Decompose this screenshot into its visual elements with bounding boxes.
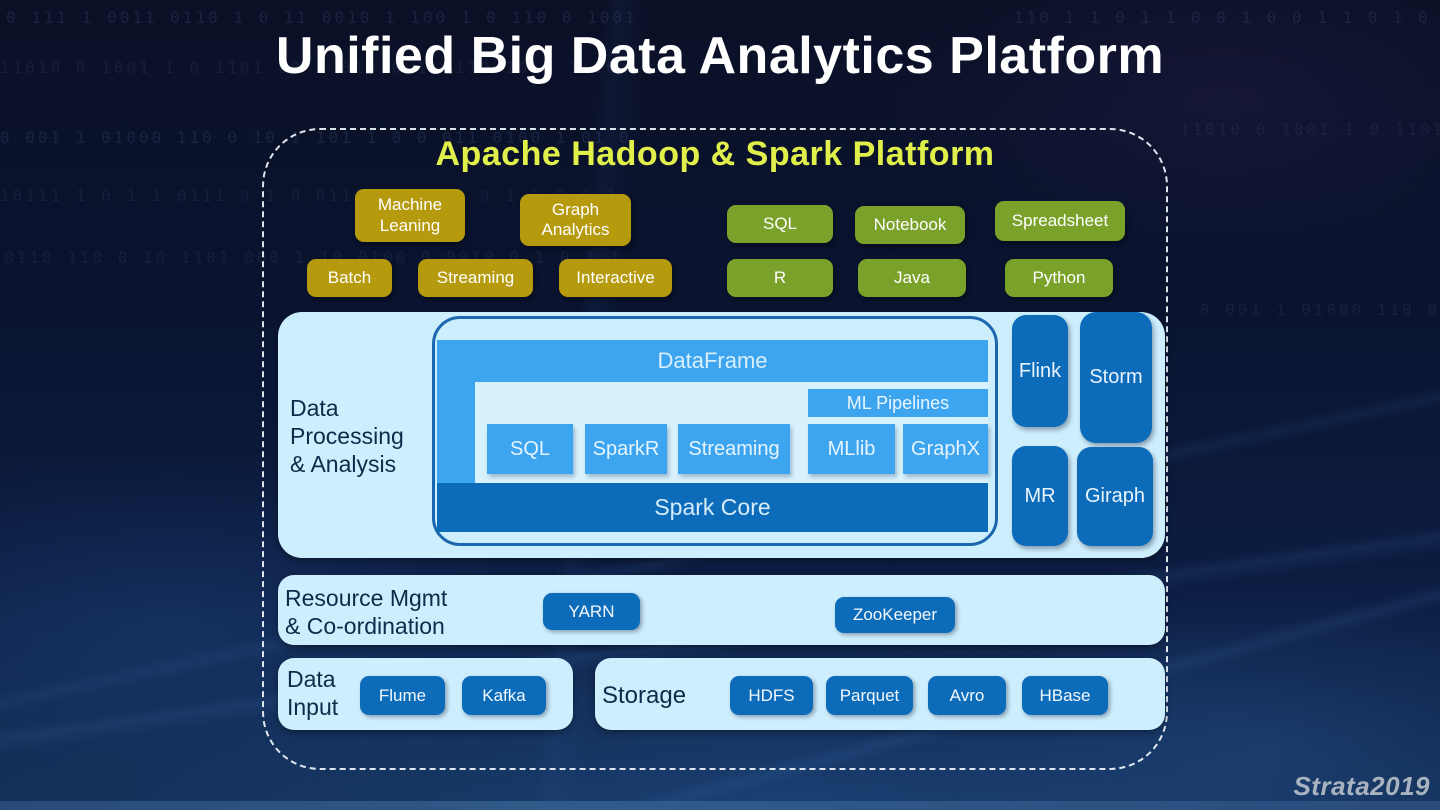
spark-core-bar: Spark Core — [437, 483, 988, 532]
platform-header: Apache Hadoop & Spark Platform — [435, 135, 995, 173]
resource-mgmt-panel — [278, 575, 1165, 645]
avro-box: Avro — [928, 676, 1006, 715]
binary-texture: 0 111 1 0011 0110 1 0 11 0010 1 100 1 0 … — [6, 8, 638, 27]
resource-mgmt-label: Resource Mgmt & Co-ordination — [285, 585, 448, 640]
giraph-box: Giraph — [1077, 447, 1153, 546]
chip-sql-interface: SQL — [727, 205, 833, 243]
slide-title: Unified Big Data Analytics Platform — [275, 27, 1165, 85]
zookeeper-box: ZooKeeper — [835, 597, 955, 633]
chip-r: R — [727, 259, 833, 297]
sparkr-box: SparkR — [585, 424, 667, 474]
chip-batch: Batch — [307, 259, 392, 297]
chip-streaming: Streaming — [418, 259, 533, 297]
kafka-box: Kafka — [462, 676, 546, 715]
chip-spreadsheet: Spreadsheet — [995, 201, 1125, 241]
chip-graph-analytics: Graph Analytics — [520, 194, 631, 246]
chip-notebook: Notebook — [855, 206, 965, 244]
hadoop-spark-platform-container — [262, 128, 1168, 770]
chip-machine-learning: Machine Leaning — [355, 189, 465, 242]
binary-texture: 11010 0 1001 1 0 1101 00 1 010 0 1 0110 … — [1180, 120, 1440, 139]
data-input-label: Data Input — [287, 666, 339, 721]
flume-box: Flume — [360, 676, 445, 715]
binary-texture: 0 001 1 01000 110 0 10 1 101 1 0 0 011 0… — [1200, 300, 1440, 319]
dataframe-bar: DataFrame — [437, 340, 988, 382]
binary-texture: 110 1 1 0 1 1 0 0 1 0 0 1 1 0 1 0 0 1 1 … — [1014, 8, 1440, 27]
mr-box: MR — [1012, 446, 1068, 546]
chip-java: Java — [858, 259, 966, 297]
chip-interactive: Interactive — [559, 259, 672, 297]
hbase-box: HBase — [1022, 676, 1108, 715]
storm-box: Storm — [1080, 312, 1152, 443]
ml-pipelines-bar: ML Pipelines — [808, 389, 988, 417]
strata-watermark: Strata2019 — [1293, 771, 1430, 801]
hdfs-box: HDFS — [730, 676, 813, 715]
flink-box: Flink — [1012, 315, 1068, 427]
spark-frame — [432, 316, 998, 546]
yarn-box: YARN — [543, 593, 640, 630]
bottom-light-strip — [0, 801, 1440, 810]
spark-sql-box: SQL — [487, 424, 573, 474]
data-processing-label: Data Processing & Analysis — [290, 395, 404, 478]
chip-python: Python — [1005, 259, 1113, 297]
binary-texture: 11010 0 1001 1 0 1101 00 1 010 0 1 0110 … — [0, 58, 620, 77]
parquet-box: Parquet — [826, 676, 913, 715]
mllib-box: MLlib — [808, 424, 895, 474]
graphx-box: GraphX — [903, 424, 988, 474]
storage-label: Storage — [602, 682, 687, 709]
dataframe-left-column — [437, 380, 475, 490]
spark-streaming-box: Streaming — [678, 424, 790, 474]
